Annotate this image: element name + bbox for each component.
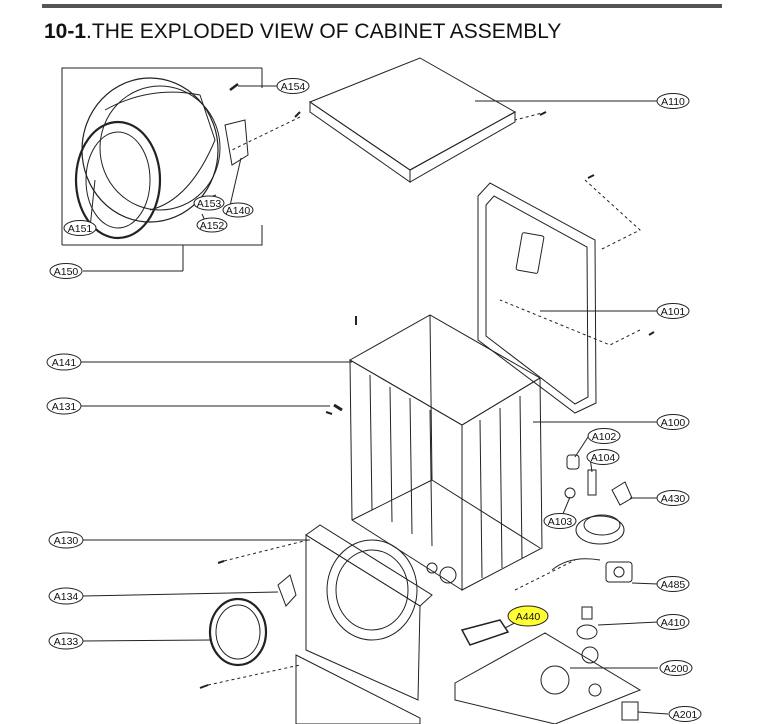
- callout-A134: A134: [48, 587, 84, 605]
- callout-A141: A141: [46, 353, 82, 371]
- header-rule: [42, 4, 722, 8]
- callout-A153: A153: [193, 195, 225, 211]
- callout-A110: A110: [656, 93, 690, 109]
- callout-A151: A151: [63, 220, 97, 236]
- callout-A104: A104: [586, 449, 620, 465]
- callout-label: A200: [664, 663, 689, 675]
- callout-A131: A131: [46, 397, 82, 415]
- electrical-parts-drawing: [460, 454, 639, 721]
- door-ring-drawing: [208, 574, 297, 667]
- callout-label: A103: [548, 516, 573, 528]
- callout-A430: A430: [656, 490, 690, 506]
- leader-lines: [81, 85, 669, 715]
- callout-label: A430: [661, 493, 686, 505]
- callout-label: A150: [54, 266, 79, 278]
- callout-A140: A140: [222, 202, 254, 218]
- callout-A102: A102: [587, 428, 621, 444]
- top-plate-drawing: [308, 57, 547, 183]
- callout-A101: A101: [656, 303, 690, 319]
- callout-A103: A103: [543, 513, 577, 529]
- rear-panel-drawing: [477, 174, 655, 414]
- callout-label: A153: [197, 198, 222, 210]
- callout-A152: A152: [196, 217, 228, 233]
- callout-label: A152: [200, 220, 225, 232]
- base-drawing: [199, 632, 642, 724]
- callout-label: A104: [591, 452, 616, 464]
- front-panel-drawing: [217, 524, 433, 701]
- assembly-guides: [207, 111, 576, 686]
- callout-label: A154: [281, 81, 306, 93]
- callout-A485: A485: [656, 576, 690, 592]
- callout-label: A141: [52, 357, 77, 369]
- door-assembly-frame: [61, 67, 263, 271]
- callout-label: A100: [661, 417, 686, 429]
- callout-A130: A130: [48, 531, 84, 549]
- callout-label: A485: [661, 579, 686, 591]
- callout-A440-highlighted: A440: [507, 605, 549, 627]
- callout-label: A101: [661, 306, 686, 318]
- callout-A133: A133: [48, 632, 84, 650]
- callout-A201: A201: [668, 706, 702, 722]
- callout-label: A134: [54, 591, 79, 603]
- callout-label: A440: [516, 611, 541, 623]
- callout-A154: A154: [276, 78, 310, 94]
- section-title: .THE EXPLODED VIEW OF CABINET ASSEMBLY: [86, 20, 562, 43]
- section-number: 10-1: [44, 20, 87, 43]
- callout-label: A140: [226, 205, 251, 217]
- door-drawing: [74, 77, 301, 240]
- callout-label: A133: [54, 636, 79, 648]
- callout-label: A102: [592, 431, 617, 443]
- cabinet-drawing: [325, 314, 543, 591]
- callout-label: A151: [68, 223, 93, 235]
- callout-label: A110: [661, 96, 685, 108]
- callout-A410: A410: [656, 614, 690, 630]
- callout-A150: A150: [49, 263, 83, 279]
- callout-A100: A100: [656, 414, 690, 430]
- callout-A200: A200: [659, 660, 693, 676]
- callout-label: A131: [52, 401, 77, 413]
- callout-label: A201: [673, 709, 698, 721]
- callout-label: A130: [54, 535, 79, 547]
- page-title: 10-1.THE EXPLODED VIEW OF CABINET ASSEMB…: [44, 20, 561, 44]
- callout-label: A410: [661, 617, 686, 629]
